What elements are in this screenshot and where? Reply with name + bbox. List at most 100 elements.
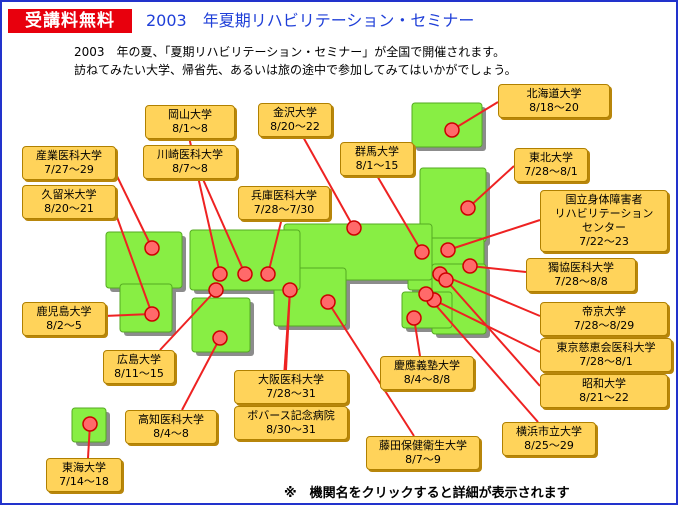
location-marker-kochi[interactable]: [212, 330, 228, 346]
seminar-name: 岡山大学: [168, 108, 212, 121]
seminar-dates: 8/4〜8: [153, 427, 189, 440]
seminar-name: 高知医科大学: [138, 413, 204, 426]
seminar-dates: 7/28〜8/29: [573, 319, 635, 332]
seminar-dates: 8/1〜8: [172, 122, 208, 135]
location-marker-tohoku[interactable]: [460, 200, 476, 216]
location-marker-showa[interactable]: [438, 272, 454, 288]
intro-line-1: 2003 年の夏、「夏期リハビリテーション・セミナー」が全国で開催されます。: [74, 45, 506, 59]
seminar-dates: 8/2〜5: [46, 319, 82, 332]
seminar-dates: 8/11〜15: [114, 367, 164, 380]
seminar-name: 久留米大学: [41, 188, 97, 201]
seminar-dates: 8/20〜22: [270, 120, 320, 133]
seminar-name: 国立身体障害者: [565, 193, 643, 206]
seminar-name: 金沢大学: [273, 106, 317, 119]
seminar-name: 鹿児島大学: [36, 305, 92, 318]
seminar-dates: 7/28〜31: [266, 387, 316, 400]
connector-line-hiroshima: [159, 289, 217, 351]
connector-line-kawasaki: [201, 176, 246, 275]
seminar-name: 川崎医科大学: [157, 148, 223, 161]
seminar-name: 北海道大学: [526, 87, 582, 100]
seminar-name: 昭和大学: [582, 377, 626, 390]
location-marker-hiroshima[interactable]: [208, 282, 224, 298]
seminar-name: 横浜市立大学: [516, 425, 582, 438]
location-marker-kawasaki[interactable]: [237, 266, 253, 282]
seminar-name: 兵庫医科大学: [251, 189, 317, 202]
seminar-dates: 8/20〜21: [44, 202, 94, 215]
location-marker-hyogo[interactable]: [260, 266, 276, 282]
japan-land: [71, 102, 490, 446]
location-marker-kurume[interactable]: [144, 306, 160, 322]
land-block: [105, 231, 183, 289]
seminar-dates: 8/25〜29: [524, 439, 574, 452]
connector-line-hokkaido: [451, 101, 499, 131]
location-marker-hokkaido[interactable]: [444, 122, 460, 138]
seminar-dates: 7/28〜8/1: [524, 165, 578, 178]
seminar-dates: 8/7〜8: [172, 162, 208, 175]
location-marker-sangyo[interactable]: [144, 240, 160, 256]
seminar-name: リハビリテーション: [554, 207, 654, 220]
connector-lines: [87, 101, 541, 459]
seminar-name: 東京慈恵会医科大学: [556, 341, 656, 354]
connector-line-kurume: [113, 208, 153, 315]
seminar-dates: 8/18〜20: [529, 101, 579, 114]
connector-line-showa: [445, 279, 541, 387]
location-marker-gunma[interactable]: [414, 244, 430, 260]
connector-line-yokohama: [425, 293, 539, 423]
seminar-name: 大阪医科大学: [258, 373, 324, 386]
seminar-name: 産業医科大学: [36, 149, 102, 162]
connector-line-kagoshima: [103, 313, 153, 317]
intro-line-2: 訪ねてみたい大学、帰省先、あるいは旅の途中で参加してみてはいかがでしょう。: [74, 63, 517, 77]
page-title: 2003 年夏期リハビリテーション・セミナー: [146, 11, 475, 30]
connector-line-dokkyo: [469, 265, 527, 273]
land-block: [191, 297, 251, 353]
seminar-name: 慶應義塾大学: [394, 359, 460, 372]
connector-line-fujita: [327, 301, 415, 437]
connector-line-kokuritsu: [447, 219, 541, 251]
location-marker-fujita[interactable]: [320, 294, 336, 310]
location-marker-kokuritsu[interactable]: [440, 242, 456, 258]
seminar-dates: 7/28〜8/1: [579, 355, 633, 368]
connector-line-kochi: [181, 337, 221, 411]
seminar-dates: 7/22〜23: [579, 235, 629, 248]
location-marker-okayama[interactable]: [212, 266, 228, 282]
connector-line-sangyo: [113, 169, 153, 249]
free-tuition-badge: 受講料無料: [8, 9, 132, 33]
seminar-dates: 7/28〜7/30: [253, 203, 315, 216]
connector-line-kanazawa: [301, 134, 355, 229]
location-marker-keio[interactable]: [406, 310, 422, 326]
location-marker-kanazawa[interactable]: [346, 220, 362, 236]
seminar-name: センター: [582, 221, 626, 234]
location-marker-osaka[interactable]: [282, 282, 298, 298]
seminar-name: 藤田保健衛生大学: [379, 439, 467, 452]
seminar-dates: 7/27〜29: [44, 163, 94, 176]
connector-line-gunma: [375, 173, 423, 253]
location-marker-tokai[interactable]: [82, 416, 98, 432]
location-marker-dokkyo[interactable]: [462, 258, 478, 274]
seminar-name: ボバース記念病院: [247, 409, 335, 422]
location-marker-yokohama[interactable]: [418, 286, 434, 302]
